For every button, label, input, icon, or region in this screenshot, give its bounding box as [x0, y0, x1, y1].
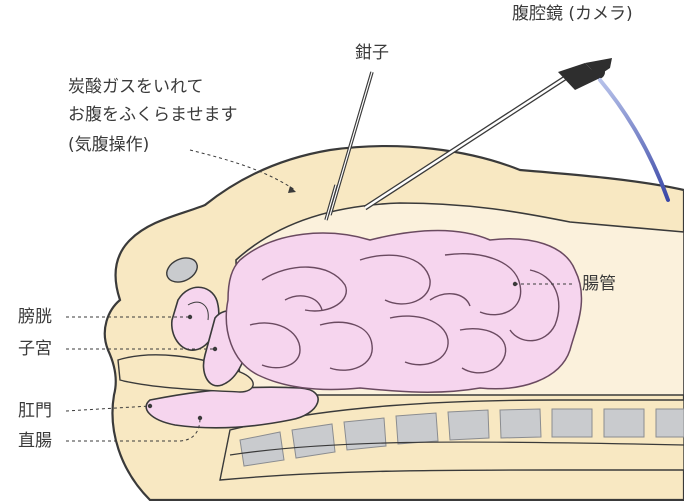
vertebra-2 [292, 424, 335, 458]
vertebra-8 [604, 409, 644, 437]
vertebra-9 [656, 409, 684, 437]
label-anus: 肛門 [18, 401, 52, 421]
label-intestine: 腸管 [582, 274, 616, 294]
vertebra-5 [448, 410, 489, 440]
label-insufflation-line2: お腹をふくらませます [68, 105, 238, 125]
vertebra-3 [344, 418, 386, 450]
vertebra-7 [552, 409, 592, 437]
label-insufflation-line3: (気腹操作) [68, 135, 149, 155]
vertebra-4 [396, 413, 438, 444]
label-bladder: 膀胱 [18, 307, 52, 327]
label-laparoscope: 腹腔鏡 (カメラ) [512, 4, 633, 24]
vertebra-6 [500, 409, 541, 438]
label-uterus: 子宮 [18, 339, 52, 359]
label-insufflation-line1: 炭酸ガスをいれて [68, 77, 204, 97]
label-forceps: 鉗子 [355, 43, 389, 63]
label-rectum: 直腸 [18, 431, 52, 451]
